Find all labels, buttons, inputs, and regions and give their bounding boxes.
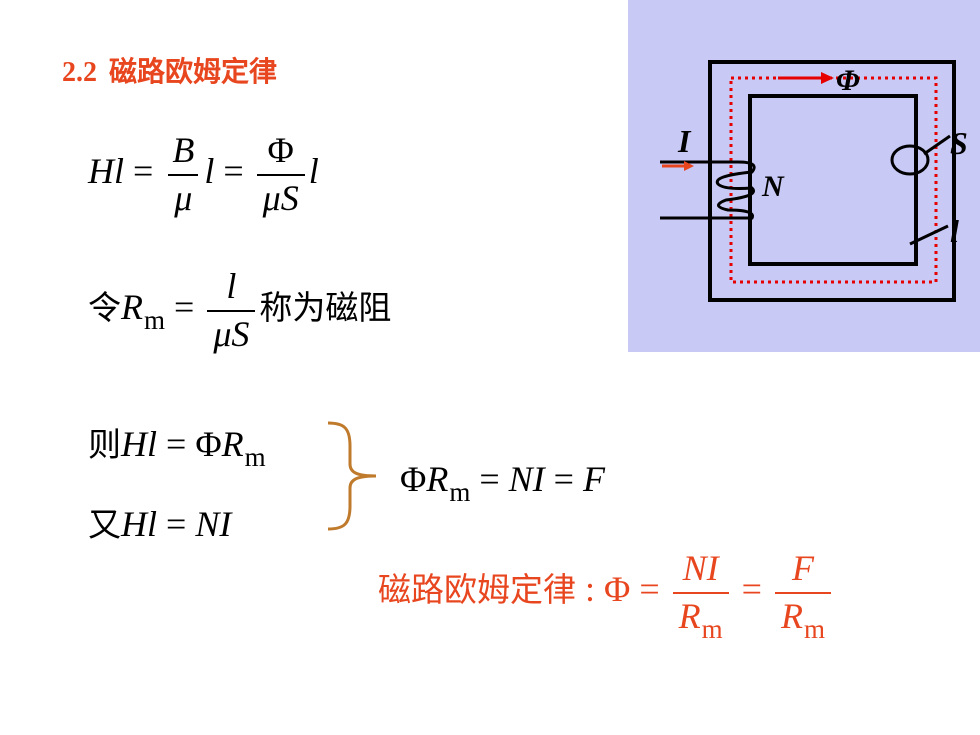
- eq2-sub-m: m: [144, 305, 166, 336]
- law-numerator-f: F: [791, 548, 814, 588]
- eq2-r: R: [121, 287, 143, 328]
- eq3-hl: Hl: [121, 424, 157, 464]
- cross-section-ellipse: [890, 144, 930, 176]
- diagram-phi-label: Φ: [836, 64, 860, 97]
- eq1-fraction-b-mu: B μ: [166, 130, 200, 218]
- length-leader: [909, 224, 949, 246]
- equation-reluctance-definition: 令Rm = l μS 称为磁阻: [88, 266, 392, 354]
- core-outer-outline: [708, 60, 956, 302]
- eq4-ni: NI: [195, 504, 232, 544]
- eq1-denominator-mu: μ: [168, 173, 199, 218]
- eq3-sub-m: m: [244, 442, 266, 472]
- result-equals-1: =: [479, 459, 500, 499]
- eq3-r: R: [221, 424, 244, 464]
- result-f: F: [582, 459, 605, 499]
- diagram-current-label: I: [677, 123, 692, 159]
- eq1-lhs: Hl: [88, 151, 124, 192]
- eq2-reluctance-text: 称为磁阻: [259, 288, 392, 328]
- eq4-equals: =: [166, 504, 187, 544]
- eq1-equals-1: =: [133, 151, 154, 192]
- eq1-denominator-mus: μS: [256, 173, 305, 218]
- eq1-l-1: l: [204, 151, 215, 192]
- cross-section-leader: [923, 134, 951, 156]
- eq2-fraction: l μS: [207, 266, 256, 354]
- law-equals-1: =: [639, 569, 660, 610]
- equation-hl-ni: 又Hl = NI: [88, 498, 231, 546]
- magnetic-circuit-panel: Φ I N S l: [628, 0, 980, 352]
- section-number: 2.2: [62, 57, 97, 88]
- magnetic-ohms-law: 磁路欧姆定律 : Φ = NI Rm = F Rm: [378, 548, 835, 643]
- law-denominator-r-1: R: [678, 595, 701, 636]
- eq3-phi: Φ: [195, 424, 222, 464]
- result-equals-2: =: [553, 459, 574, 499]
- current-arrow-head-icon: [684, 161, 694, 171]
- law-fraction-f-rm: F Rm: [774, 548, 831, 643]
- law-label: 磁路欧姆定律: [378, 570, 576, 610]
- eq3-ze: 则: [88, 425, 121, 464]
- equation-result: ΦRm = NI = F: [400, 458, 605, 507]
- law-fraction-ni-rm: NI Rm: [672, 548, 729, 643]
- section-title: 磁路欧姆定律: [109, 57, 278, 88]
- flux-arrow-head-icon: [821, 72, 834, 84]
- diagram-length-label: l: [950, 213, 959, 249]
- eq1-equals-2: =: [223, 151, 244, 192]
- eq3-equals: =: [166, 424, 187, 464]
- diagram-area-label: S: [950, 125, 968, 161]
- eq1-numerator-phi: Φ: [267, 130, 294, 170]
- flux-path: [729, 76, 938, 284]
- diagram-turns-label: N: [761, 170, 785, 203]
- right-brace-icon: [327, 421, 377, 531]
- law-denominator-r-2: R: [780, 595, 803, 636]
- law-denominator-sub-m-1: m: [701, 613, 723, 644]
- law-phi: Φ: [604, 569, 631, 610]
- result-sub-m: m: [449, 477, 471, 507]
- eq1-fraction-phi-mus: Φ μS: [256, 130, 305, 218]
- eq2-denominator-mus: μS: [207, 309, 256, 354]
- magnetic-circuit-diagram: Φ I N S l: [660, 60, 968, 302]
- result-ni: NI: [508, 459, 545, 499]
- equation-hl-phi-rm: 则Hl = ΦRm: [88, 418, 266, 472]
- coil-windings: [715, 160, 756, 220]
- law-colon: :: [585, 569, 596, 610]
- slide-title: 2.2 磁路欧姆定律: [62, 50, 277, 90]
- equation-hl-flux: Hl = B μ l = Φ μS l: [88, 130, 319, 218]
- eq1-numerator-b: B: [172, 130, 195, 170]
- core-inner-outline: [748, 94, 918, 266]
- eq2-numerator-l: l: [226, 266, 237, 306]
- eq2-ling: 令: [88, 288, 121, 328]
- law-denominator-sub-m-2: m: [803, 613, 825, 644]
- law-equals-2: =: [741, 569, 762, 610]
- result-phi: Φ: [400, 459, 427, 499]
- law-numerator-ni: NI: [682, 548, 719, 588]
- eq1-l-2: l: [308, 151, 319, 192]
- eq4-you: 又: [88, 505, 121, 544]
- eq2-equals: =: [174, 287, 195, 328]
- result-r: R: [426, 459, 449, 499]
- eq4-hl: Hl: [121, 504, 157, 544]
